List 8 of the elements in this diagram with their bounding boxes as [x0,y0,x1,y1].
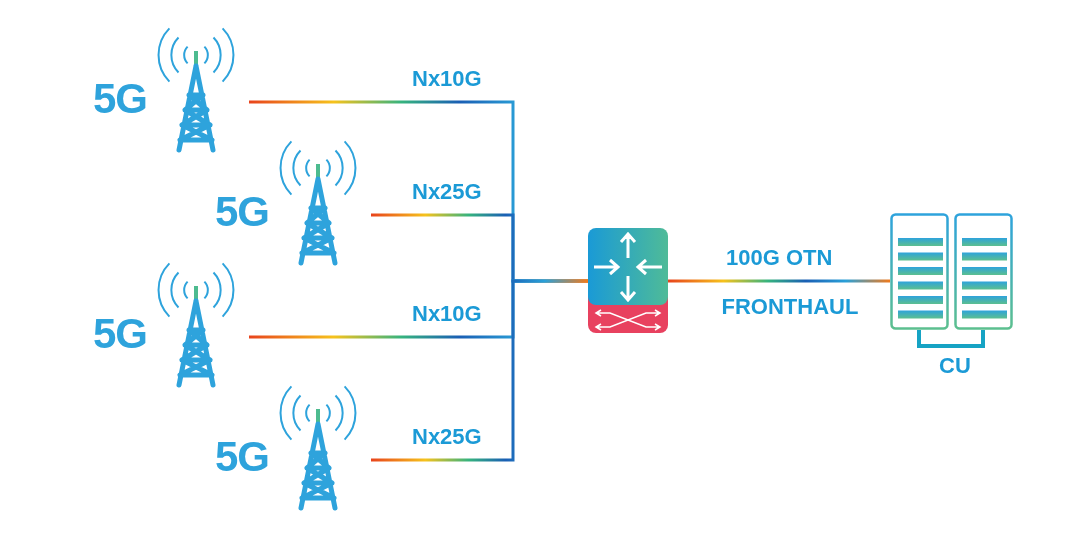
band-label: 5G [93,78,148,120]
connector-line [371,279,588,462]
band-label: 5G [215,191,270,233]
band-label: 5G [215,436,270,478]
server-rack-icon [890,213,1013,350]
router-icon [588,228,668,333]
connector-line [668,279,890,283]
band-label: 5G [93,313,148,355]
